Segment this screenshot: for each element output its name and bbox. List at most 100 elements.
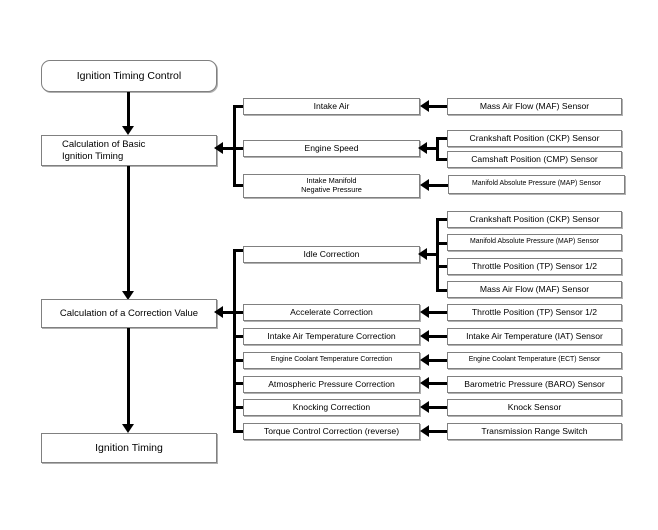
arrowhead-into-accelerate-correction [420, 306, 429, 318]
arrowhead-into-iat-correction [420, 330, 429, 342]
node-ignition-timing-output: Ignition Timing [41, 433, 217, 463]
node-factor-atmospheric-pressure-correction: Atmospheric Pressure Correction [243, 376, 420, 393]
bracket-stub-idle-maf [436, 289, 448, 292]
node-label: Knock Sensor [507, 402, 562, 413]
node-sensor-maf-intake-air: Mass Air Flow (MAF) Sensor [447, 98, 622, 115]
node-factor-intake-air: Intake Air [243, 98, 420, 115]
bracket-stub-accelerate-correction [233, 311, 245, 314]
connector-map-to-intake-manifold [428, 184, 450, 187]
arrowhead-into-ect-correction [420, 354, 429, 366]
arrowhead-into-intake-manifold [420, 179, 429, 191]
arrowhead-into-knocking-correction [420, 401, 429, 413]
bracket-spine-basic-timing [233, 105, 236, 187]
node-label: Engine Coolant Temperature Correction [270, 356, 393, 364]
connector-knock-to-correction [428, 406, 448, 409]
bracket-stub-knocking-correction [233, 406, 245, 409]
node-factor-intake-air-temperature-correction: Intake Air Temperature Correction [243, 328, 420, 345]
node-label: Ignition Timing Control [76, 69, 182, 82]
node-label: Crankshaft Position (CKP) Sensor [469, 214, 600, 225]
node-label: Throttle Position (TP) Sensor 1/2 [471, 307, 598, 318]
arrowhead-into-correction-value [214, 306, 223, 318]
node-label: Intake Manifold Negative Pressure [301, 176, 362, 194]
node-sensor-ect: Engine Coolant Temperature (ECT) Sensor [447, 352, 622, 369]
node-ignition-timing-control: Ignition Timing Control [41, 60, 217, 92]
node-sensor-idle-ckp: Crankshaft Position (CKP) Sensor [447, 211, 622, 228]
node-factor-accelerate-correction: Accelerate Correction [243, 304, 420, 321]
arrowhead-into-atmospheric-correction [420, 377, 429, 389]
bracket-stub-idle-map [436, 242, 448, 245]
arrowhead-into-engine-speed [418, 142, 427, 154]
arrowhead-correction-to-output [122, 424, 134, 433]
bracket-arrow-line-idle-correction [426, 253, 439, 256]
node-label: Camshaft Position (CMP) Sensor [471, 154, 598, 165]
bracket-stub-ckp-engine-speed [436, 137, 448, 140]
bracket-stub-intake-manifold [233, 184, 245, 187]
bracket-stub-engine-speed [233, 147, 245, 150]
connector-ect-to-correction [428, 359, 448, 362]
connector-correction-to-output [127, 328, 130, 426]
node-factor-knocking-correction: Knocking Correction [243, 399, 420, 416]
connector-basic-to-correction [127, 166, 130, 293]
node-label: Accelerate Correction [290, 307, 373, 318]
node-sensor-map-intake-manifold: Manifold Absolute Pressure (MAP) Sensor [448, 175, 625, 194]
bracket-arrow-line-basic-timing [222, 147, 235, 150]
node-label: Ignition Timing [95, 441, 163, 454]
node-sensor-transmission-range-switch: Transmission Range Switch [447, 423, 622, 440]
bracket-stub-idle-tp [436, 265, 448, 268]
connector-tp-to-accelerate [428, 311, 448, 314]
node-factor-intake-manifold-negative-pressure: Intake Manifold Negative Pressure [243, 174, 420, 198]
node-factor-idle-correction: Idle Correction [243, 246, 420, 263]
node-label: Torque Control Correction (reverse) [263, 426, 400, 437]
node-label: Intake Air [313, 101, 350, 112]
bracket-stub-ect-correction [233, 359, 245, 362]
node-label: Throttle Position (TP) Sensor 1/2 [471, 261, 598, 272]
node-sensor-baro: Barometric Pressure (BARO) Sensor [447, 376, 622, 393]
node-label: Manifold Absolute Pressure (MAP) Sensor [469, 238, 600, 246]
node-label: Manifold Absolute Pressure (MAP) Sensor [471, 180, 602, 188]
connector-start-to-basic [127, 92, 130, 128]
node-sensor-idle-maf: Mass Air Flow (MAF) Sensor [447, 281, 622, 298]
node-label: Crankshaft Position (CKP) Sensor [469, 133, 600, 144]
bracket-stub-cmp-engine-speed [436, 158, 448, 161]
node-label: Calculation of a Correction Value [59, 307, 199, 319]
arrowhead-into-torque-correction [420, 425, 429, 437]
node-label: Idle Correction [303, 249, 360, 260]
node-label: Intake Air Temperature Correction [267, 331, 396, 342]
connector-iat-to-correction [428, 335, 448, 338]
connector-baro-to-correction [428, 382, 448, 385]
node-calculation-basic-ignition-timing: Calculation of Basic Ignition Timing [41, 135, 217, 166]
bracket-stub-intake-air [233, 105, 245, 108]
node-label: Mass Air Flow (MAF) Sensor [479, 101, 590, 112]
node-sensor-idle-tp: Throttle Position (TP) Sensor 1/2 [447, 258, 622, 275]
node-label: Mass Air Flow (MAF) Sensor [479, 284, 590, 295]
node-label: Engine Speed [304, 143, 359, 154]
node-sensor-knock: Knock Sensor [447, 399, 622, 416]
bracket-stub-atmospheric-correction [233, 382, 245, 385]
bracket-spine-correction-value [233, 249, 236, 433]
node-label: Transmission Range Switch [481, 426, 588, 437]
node-label: Intake Air Temperature (IAT) Sensor [466, 331, 603, 342]
arrowhead-into-intake-air [420, 100, 429, 112]
bracket-arrow-line-correction-value [222, 311, 235, 314]
arrowhead-into-basic-timing [214, 142, 223, 154]
node-label: Atmospheric Pressure Correction [268, 379, 395, 390]
bracket-arrow-line-engine-speed [426, 147, 439, 150]
node-sensor-cmp-engine-speed: Camshaft Position (CMP) Sensor [447, 151, 622, 168]
node-label: Engine Coolant Temperature (ECT) Sensor [468, 356, 601, 364]
bracket-stub-torque-correction [233, 430, 245, 433]
node-label: Knocking Correction [292, 402, 371, 413]
arrowhead-start-to-basic [122, 126, 134, 135]
node-factor-engine-coolant-temperature-correction: Engine Coolant Temperature Correction [243, 352, 420, 369]
node-sensor-iat: Intake Air Temperature (IAT) Sensor [447, 328, 622, 345]
bracket-stub-idle-ckp [436, 218, 448, 221]
connector-maf-to-intake-air [428, 105, 448, 108]
node-sensor-idle-map: Manifold Absolute Pressure (MAP) Sensor [447, 234, 622, 251]
node-calculation-correction-value: Calculation of a Correction Value [41, 299, 217, 328]
node-label: Barometric Pressure (BARO) Sensor [464, 379, 605, 390]
connector-trs-to-correction [428, 430, 448, 433]
bracket-stub-iat-correction [233, 335, 245, 338]
bracket-stub-idle-correction [233, 249, 245, 252]
node-sensor-accelerate-tp: Throttle Position (TP) Sensor 1/2 [447, 304, 622, 321]
node-label: Calculation of Basic Ignition Timing [62, 139, 146, 162]
